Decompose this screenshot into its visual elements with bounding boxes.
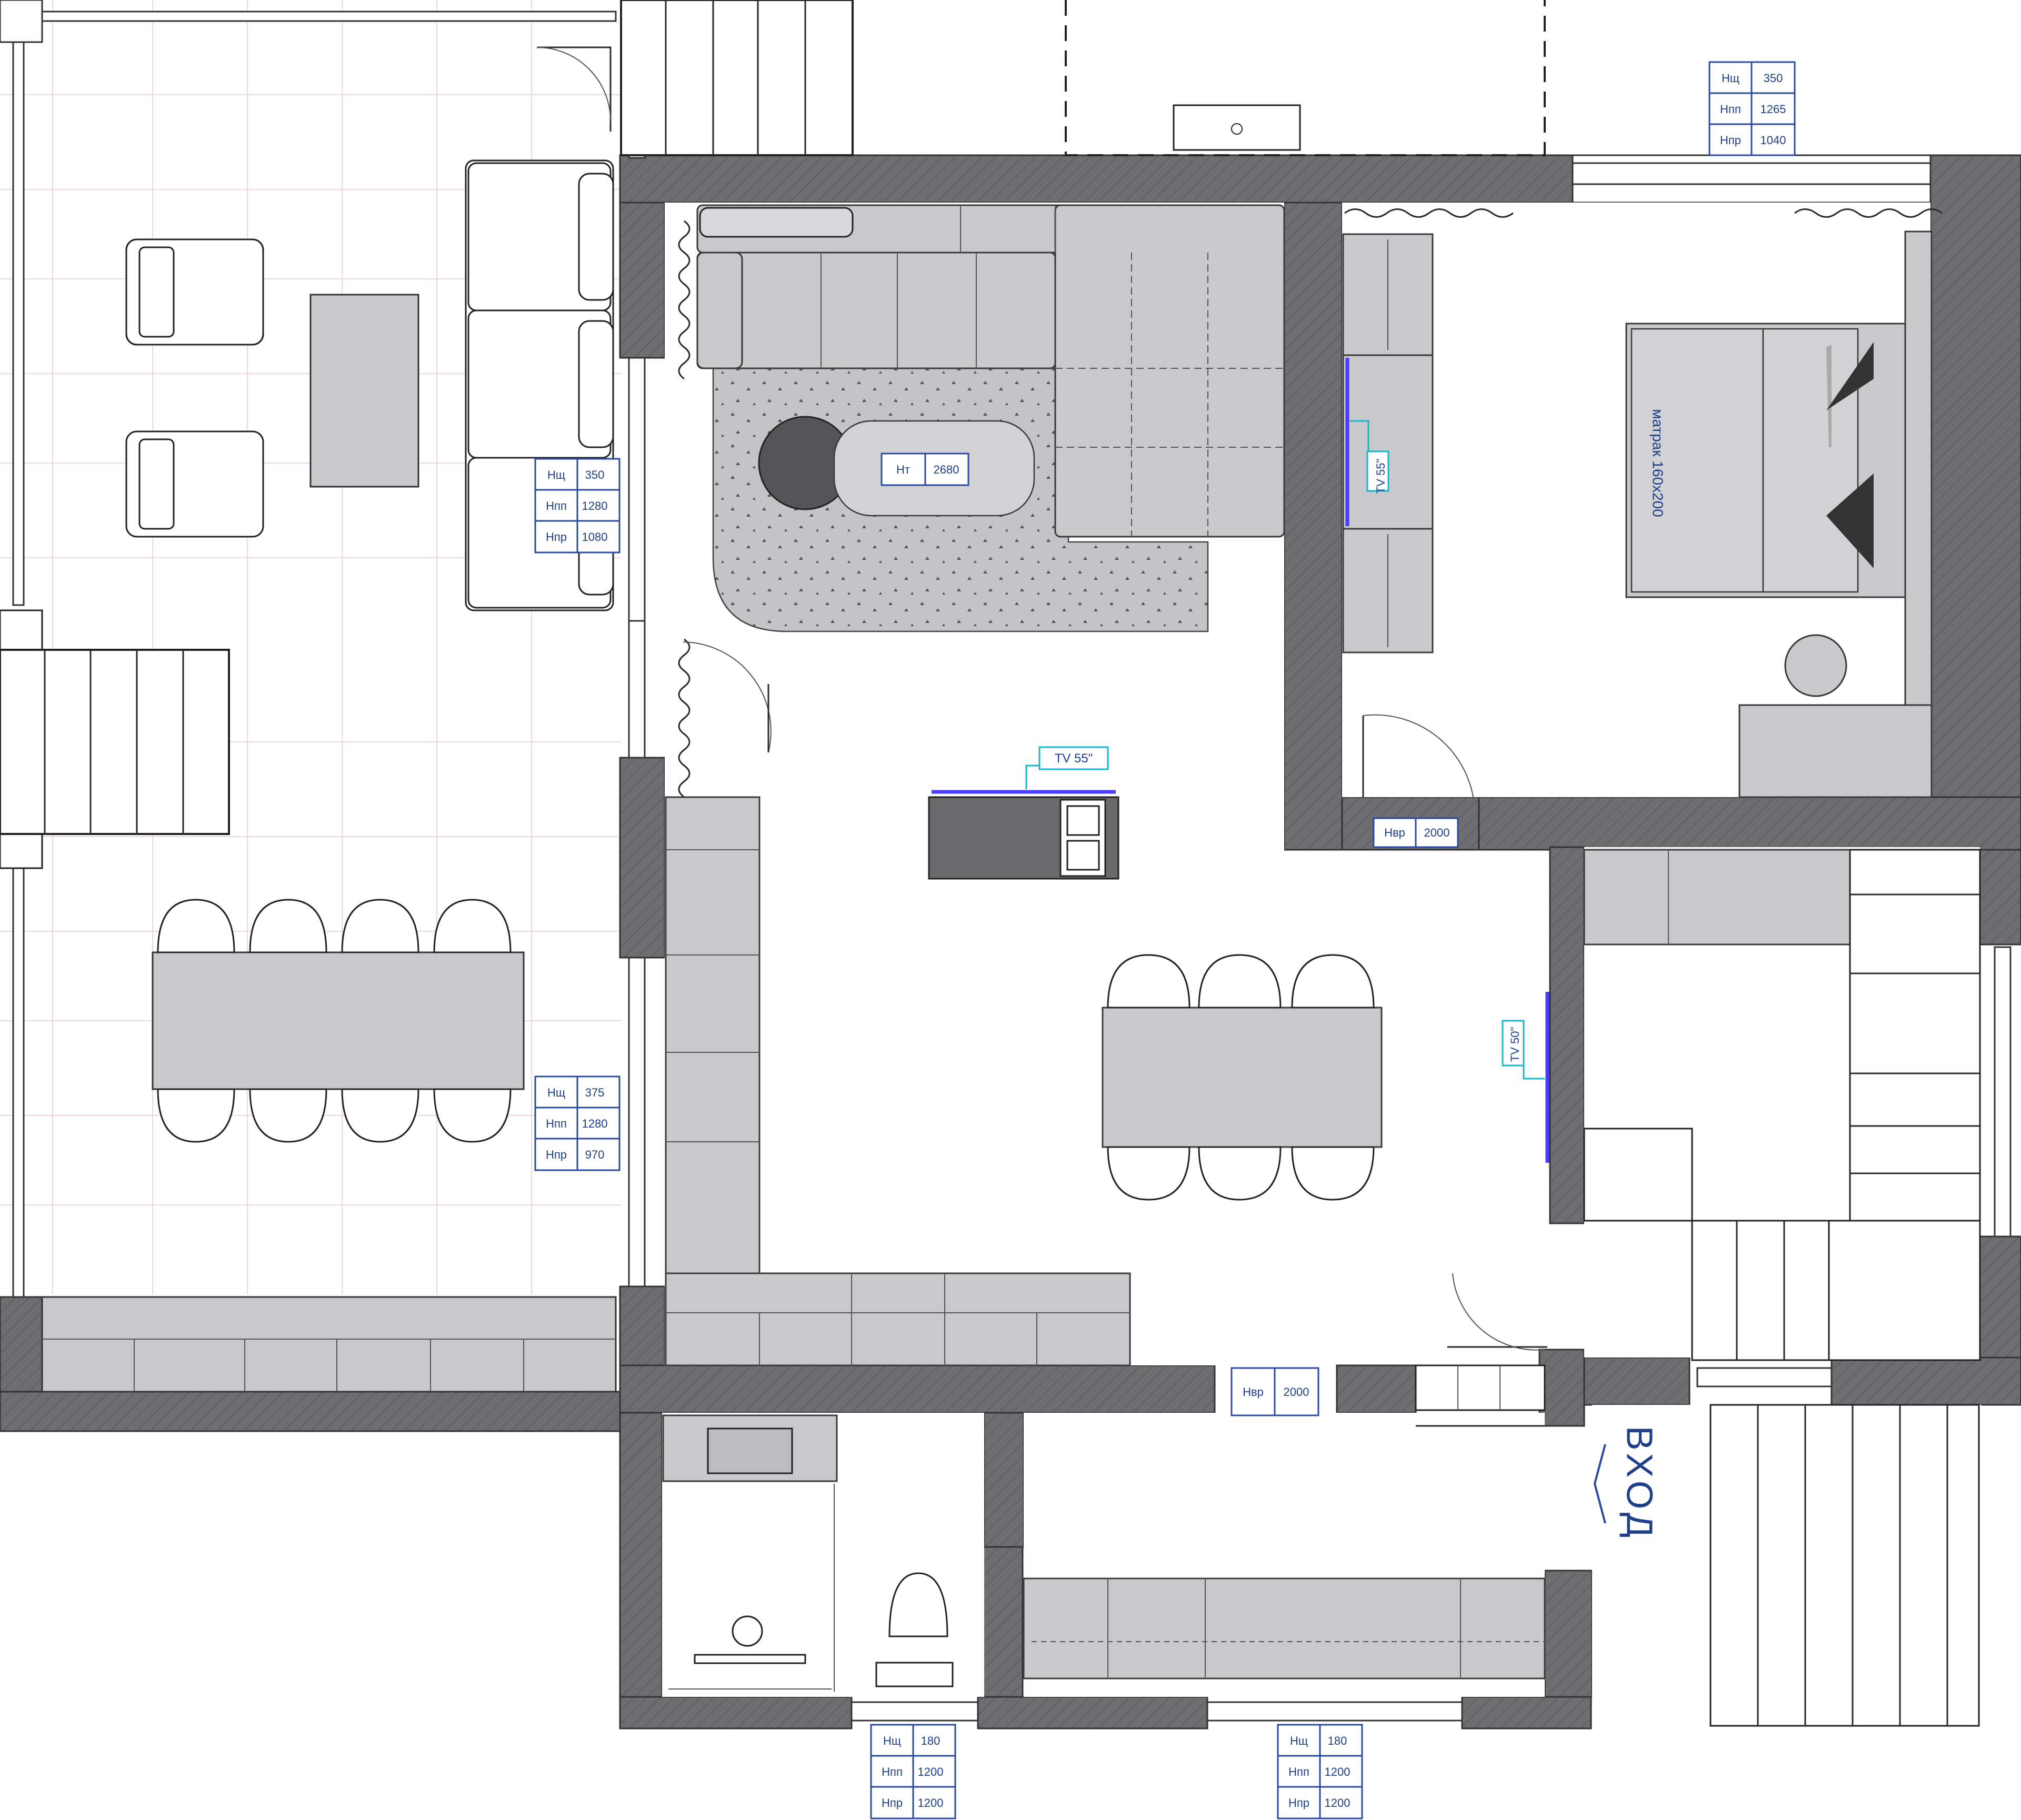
svg-text:Нвр: Нвр — [1384, 826, 1405, 839]
armchair — [125, 238, 264, 346]
svg-text:Нпр: Нпр — [1720, 134, 1741, 147]
svg-text:970: 970 — [585, 1148, 605, 1161]
door-tag: Нвр 2000 — [1230, 1367, 1319, 1416]
svg-text:350: 350 — [1764, 72, 1783, 85]
desk — [1738, 704, 1933, 798]
closet-and-stairs — [1583, 847, 1981, 1361]
window-tag: Нщ 180 Нпп 1200 Нпр 1200 — [870, 1724, 956, 1819]
toilet-icon — [888, 1572, 948, 1637]
bed-label: матрак 160х200 — [1650, 409, 1666, 517]
svg-text:1280: 1280 — [582, 499, 608, 512]
living-room — [665, 203, 1547, 1366]
dining-set — [1102, 954, 1383, 1201]
svg-text:1265: 1265 — [1760, 103, 1786, 116]
svg-text:Нпп: Нпп — [882, 1765, 903, 1778]
terrace-dining-set — [152, 899, 525, 1143]
svg-text:1200: 1200 — [918, 1796, 944, 1809]
windows — [628, 38, 2012, 1722]
tv-label-bedroom: TV 55" — [1374, 459, 1387, 494]
svg-text:1280: 1280 — [582, 1117, 608, 1130]
window-tag: Нщ 350 Нпп 1280 Нпр 1080 — [534, 458, 621, 554]
door-tag: Нвр 2000 — [1373, 817, 1459, 848]
window-tag: Нщ 350 Нпп 1265 Нпр 1040 — [1708, 61, 1796, 156]
svg-text:2000: 2000 — [1284, 1385, 1309, 1399]
table-height-tag: Нт 2680 — [881, 453, 969, 486]
svg-text:Нвр: Нвр — [1243, 1385, 1264, 1399]
svg-text:Нпп: Нпп — [546, 499, 567, 512]
window-tag: Нщ 375 Нпп 1280 Нпр 970 — [534, 1075, 621, 1171]
svg-text:матрак 160х200: матрак 160х200 — [1650, 409, 1666, 517]
svg-text:Нпр: Нпр — [882, 1796, 903, 1809]
ottoman — [1784, 634, 1847, 697]
kitchen-island — [928, 796, 1119, 880]
svg-text:Нщ: Нщ — [547, 468, 565, 481]
armchair — [125, 430, 264, 538]
svg-text:Нщ: Нщ — [1722, 72, 1739, 85]
sofa — [696, 204, 1285, 538]
terrace-bench — [0, 1296, 617, 1393]
svg-text:Нт: Нт — [896, 463, 910, 476]
svg-text:180: 180 — [1328, 1734, 1347, 1747]
svg-text:375: 375 — [585, 1086, 605, 1099]
svg-text:350: 350 — [585, 468, 605, 481]
tv-markers — [932, 358, 1549, 1163]
bathroom — [662, 1413, 984, 1697]
svg-text:Нпр: Нпр — [1288, 1796, 1309, 1809]
svg-text:Нщ: Нщ — [883, 1734, 901, 1747]
tv-label-living: TV 55" — [1055, 751, 1093, 766]
svg-text:2680: 2680 — [934, 463, 959, 476]
svg-text:180: 180 — [921, 1734, 941, 1747]
bedroom — [1342, 203, 1943, 800]
svg-text:TV 55": TV 55" — [1374, 459, 1387, 494]
kitchen — [665, 796, 1131, 1366]
window-tag: Нщ 180 Нпп 1200 Нпр 1200 — [1277, 1724, 1363, 1819]
svg-text:Нпп: Нпп — [546, 1117, 567, 1130]
coffee-table — [309, 294, 419, 488]
svg-text:ВХОД: ВХОД — [1619, 1426, 1660, 1542]
svg-text:1080: 1080 — [582, 530, 608, 544]
svg-text:Нпп: Нпп — [1720, 103, 1741, 116]
entrance-arrow-icon — [1593, 1444, 1606, 1524]
terrace-stairs — [0, 609, 230, 869]
svg-text:1040: 1040 — [1760, 134, 1786, 147]
svg-text:Нпр: Нпр — [546, 530, 567, 544]
tv-label-dining: TV 50" — [1508, 1027, 1522, 1062]
svg-text:TV 50": TV 50" — [1508, 1027, 1522, 1062]
svg-text:1200: 1200 — [1325, 1796, 1350, 1809]
svg-text:Нщ: Нщ — [547, 1086, 565, 1099]
bed — [1625, 230, 1933, 798]
entrance-label: ВХОД — [1619, 1426, 1660, 1542]
entrance-stairs — [1592, 1404, 1982, 1727]
hallway — [900, 1364, 1546, 1697]
svg-text:2000: 2000 — [1424, 826, 1450, 839]
outside-stairs-top — [620, 0, 1546, 156]
svg-text:1200: 1200 — [918, 1765, 944, 1778]
svg-text:Нщ: Нщ — [1290, 1734, 1308, 1747]
svg-text:Нпп: Нпп — [1288, 1765, 1309, 1778]
svg-text:1200: 1200 — [1325, 1765, 1350, 1778]
svg-text:Нпр: Нпр — [546, 1148, 567, 1161]
terrace — [0, 0, 622, 1432]
